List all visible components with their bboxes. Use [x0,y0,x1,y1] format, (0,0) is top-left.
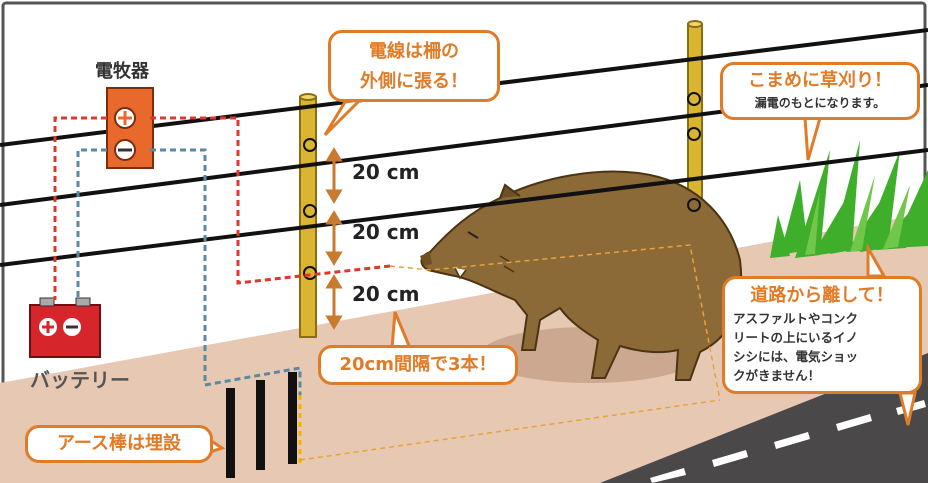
battery-box [29,297,101,358]
live-wire [150,116,391,285]
callout-earth-text: アース棒は埋設 [56,433,182,454]
callout-earth: アース棒は埋設 [25,425,213,463]
callout-outside: 電線は柵の 外側に張る！ [328,30,500,102]
callout-interval: 20cm間隔で3本！ [318,345,518,385]
spacing-label-2: 20 cm [352,220,420,244]
charger-label: 電牧器 [95,61,149,82]
callout-mowing-title: こまめに草刈り！ [748,70,892,91]
spacing-arrows [325,147,343,330]
boar-reach-guide [389,244,721,401]
earth-wire [150,148,302,395]
callout-mowing-sub: 漏電のもとになります。 [754,96,886,110]
grass-highlight [805,175,910,255]
callout-road-title: 道路から離して！ [750,285,894,306]
callout-road: 道路から離して！ アスファルトやコンク リートの上にいるイノ シシには、電気ショ… [722,276,922,394]
spacing-label-3: 20 cm [352,282,420,306]
spacing-label-1: 20 cm [352,160,420,184]
ground-guide [299,399,721,461]
callout-road-sub-4: クがきません！ [733,368,821,383]
callout-interval-text: 20cm間隔で3本！ [339,354,497,375]
callout-road-sub-2: リートの上にいるイノ [733,330,859,345]
earth-rods [226,372,297,478]
callout-mowing: こまめに草刈り！ 漏電のもとになります。 [720,62,920,120]
charger-box [106,87,154,169]
callout-road-sub-1: アスファルトやコンク [733,311,859,326]
callout-outside-line2: 外側に張る！ [360,71,468,92]
wild-boar [420,170,743,381]
battery-label: バッテリー [30,368,130,392]
callout-road-sub-3: シシには、電気ショッ [733,349,859,364]
battery-live-wire [53,116,107,300]
callout-outside-line1: 電線は柵の [369,41,459,62]
